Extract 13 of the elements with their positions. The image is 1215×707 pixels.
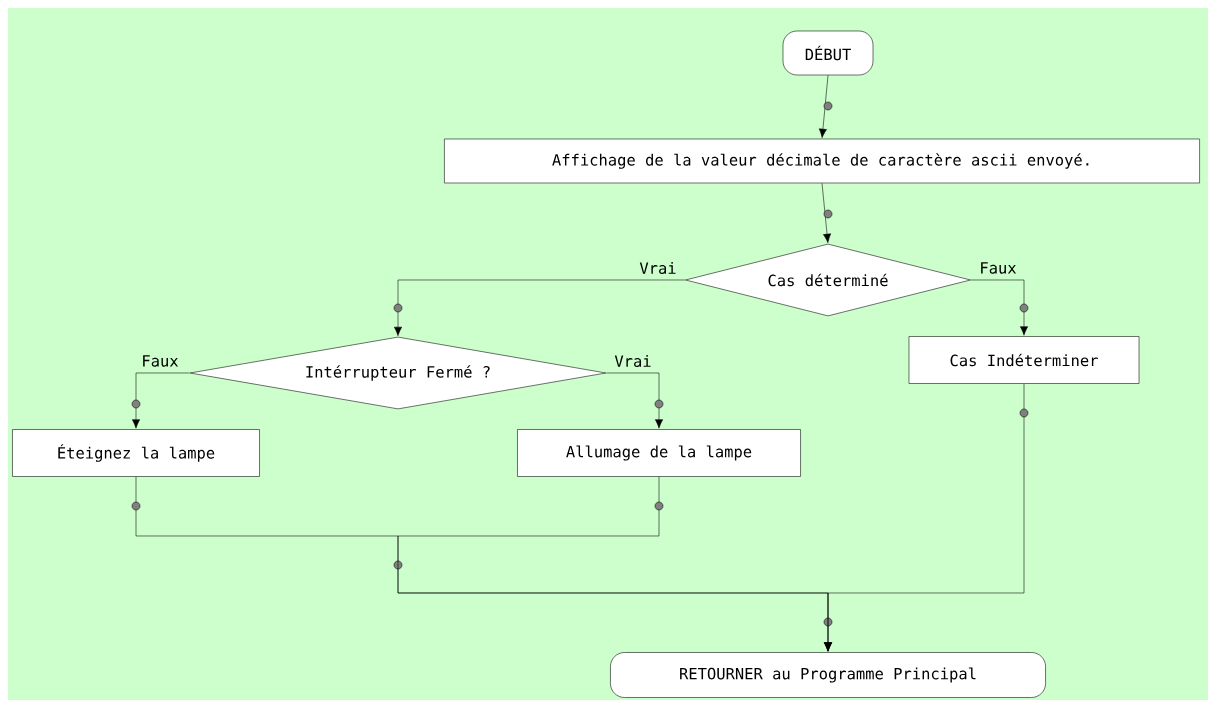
connector [131, 372, 190, 429]
connector [818, 75, 833, 138]
connector [606, 372, 664, 429]
connector [393, 279, 686, 336]
connector [824, 383, 1029, 652]
process-box: Éteignez la lampe [12, 429, 260, 477]
start-terminal: DÉBUT [782, 30, 874, 76]
process-box: Allumage de la lampe [517, 429, 801, 477]
end-terminal: RETOURNER au Programme Principal [610, 652, 1046, 698]
process-box: Cas Indéterminer [908, 336, 1140, 384]
connector [970, 279, 1029, 336]
connector [821, 183, 833, 243]
process-box: Affichage de la valeur décimale de caractère ascii envoyé. [444, 138, 1200, 184]
